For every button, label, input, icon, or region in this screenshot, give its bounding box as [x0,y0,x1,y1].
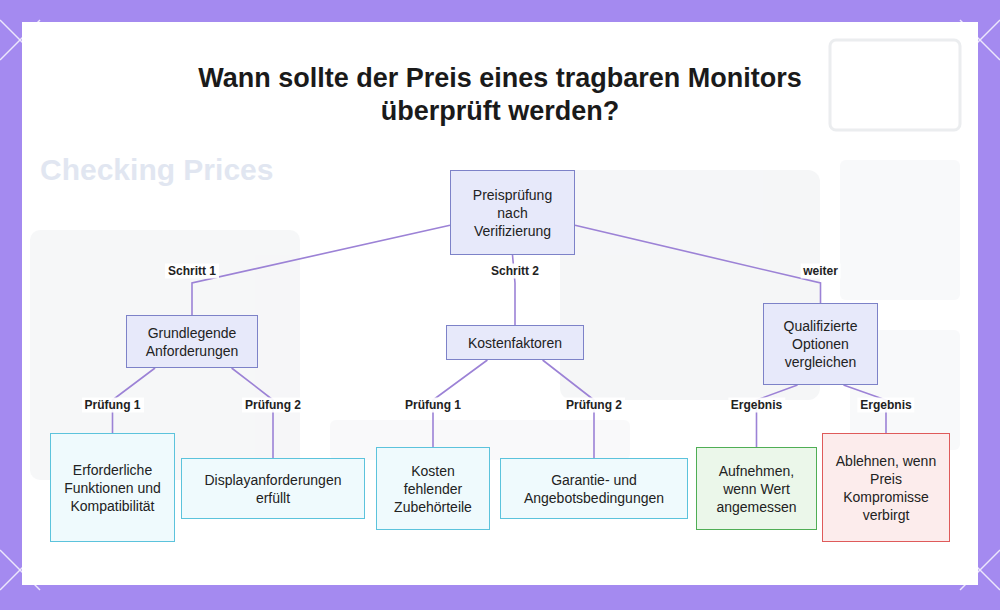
box-text: Displayanforderungen erfüllt [190,471,356,507]
edge-label: Ergebnis [857,398,914,413]
diagram-title: Wann sollte der Preis eines tragbaren Mo… [150,62,850,128]
edge-label: Prüfung 2 [563,398,625,413]
box-text: Kostenfaktoren [468,334,562,352]
edge-label: Prüfung 2 [242,398,304,413]
box-text: Aufnehmen, wenn Wert angemessen [705,462,808,516]
process-box: Grundlegende Anforderungen [126,315,258,368]
process-box: Ablehnen, wenn Preis Kompromisse verbirg… [822,433,950,542]
process-box: Erforderliche Funktionen und Kompatibili… [50,433,175,542]
process-box: Garantie- und Angebotsbedingungen [500,458,688,519]
connector-line [575,225,821,303]
process-box: Kostenfaktoren [446,325,584,360]
connector-line [232,368,273,458]
box-text: Garantie- und Angebotsbedingungen [509,471,679,507]
process-box: Kosten fehlender Zubehörteile [376,447,490,530]
box-text: Erforderliche Funktionen und Kompatibili… [59,461,166,515]
edge-label: Ergebnis [728,398,785,413]
white-panel [22,22,978,585]
process-box: Displayanforderungen erfüllt [181,458,365,519]
box-text: Qualifizierte Optionen vergleichen [772,317,869,371]
edge-label: weiter [800,264,841,279]
edge-label: Schritt 2 [488,264,542,279]
edge-label: Prüfung 1 [402,398,464,413]
edge-label: Schritt 1 [165,264,219,279]
process-box: Aufnehmen, wenn Wert angemessen [696,447,817,530]
process-box: Qualifizierte Optionen vergleichen [763,303,878,385]
faded-illustration [30,40,960,480]
connector-line [757,385,798,447]
process-box: Preisprüfung nach Verifizierung [450,170,575,255]
box-text: Kosten fehlender Zubehörteile [385,462,481,516]
box-text: Preisprüfung nach Verifizierung [459,186,566,240]
frame-lines [0,20,1000,590]
edge-label: Prüfung 1 [82,398,144,413]
connector-line [192,225,450,315]
box-text: Grundlegende Anforderungen [135,324,249,360]
watermark-text: Checking Prices [40,153,273,187]
box-text: Ablehnen, wenn Preis Kompromisse verbirg… [831,452,941,524]
